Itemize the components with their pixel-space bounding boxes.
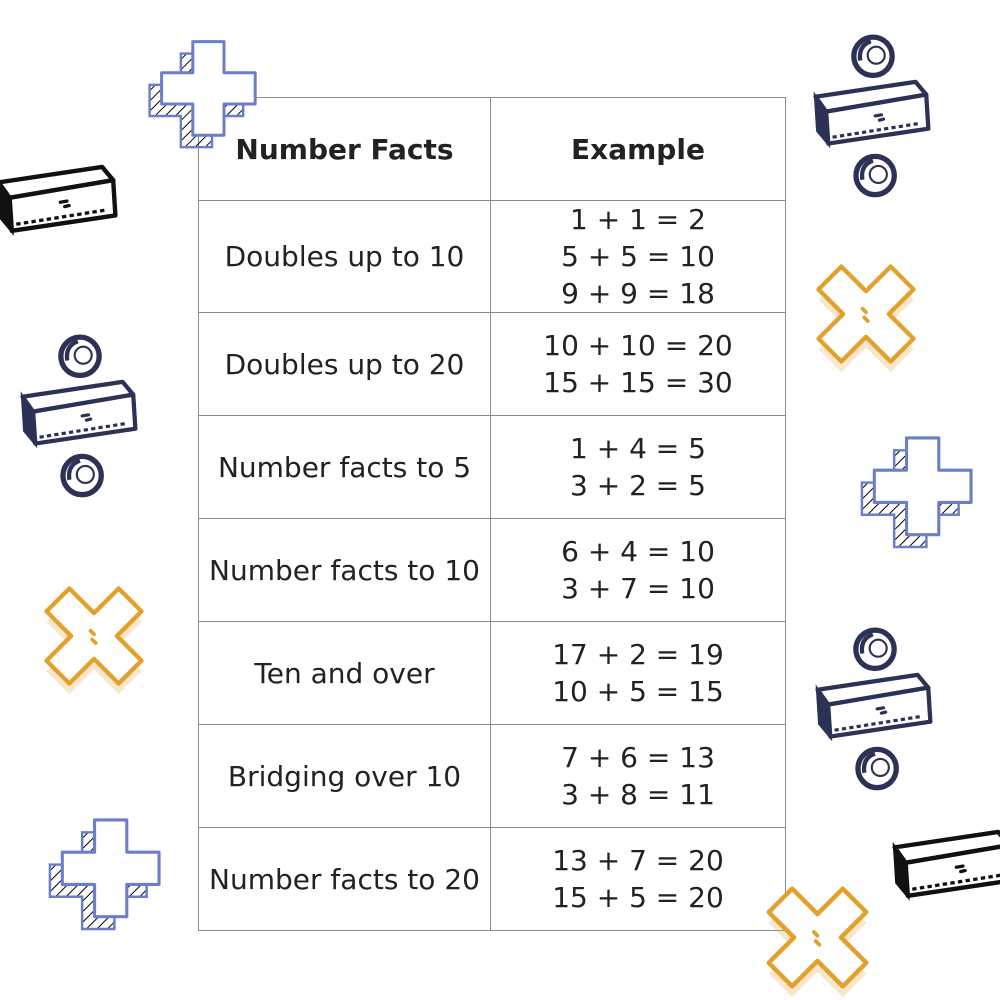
example-equation: 3 + 7 = 10 — [561, 572, 715, 605]
example-equation: 1 + 1 = 2 — [570, 203, 706, 236]
plus-icon — [40, 805, 164, 939]
fact-cell: Doubles up to 20 — [198, 312, 491, 416]
example-equation: 15 + 15 = 30 — [543, 366, 733, 399]
table-row: Number facts to 20 13 + 7 = 20 15 + 5 = 20 — [198, 827, 786, 931]
multiply-icon — [760, 880, 875, 995]
table-row: Number facts to 5 1 + 4 = 5 3 + 2 = 5 — [198, 415, 786, 519]
plus-icon — [140, 22, 260, 162]
example-equation: 1 + 4 = 5 — [570, 432, 706, 465]
minus-icon — [888, 825, 1000, 905]
table-row: Ten and over 17 + 2 = 19 10 + 5 = 15 — [198, 621, 786, 725]
table-body: Doubles up to 10 1 + 1 = 2 5 + 5 = 10 9 + 9… — [198, 200, 786, 931]
example-equation: 17 + 2 = 19 — [552, 638, 724, 671]
example-equation: 5 + 5 = 10 — [561, 240, 715, 273]
header-example: Example — [490, 97, 786, 201]
example-equation: 3 + 2 = 5 — [570, 469, 706, 502]
multiply-icon — [810, 258, 922, 370]
fact-cell: Ten and over — [198, 621, 491, 725]
minus-icon — [0, 160, 122, 240]
example-cell: 7 + 6 = 13 3 + 8 = 11 — [490, 724, 786, 828]
divide-icon — [810, 628, 940, 793]
divide-icon — [15, 335, 145, 500]
table-row: Bridging over 10 7 + 6 = 13 3 + 8 = 11 — [198, 724, 786, 828]
fact-cell: Doubles up to 10 — [198, 200, 491, 313]
example-cell: 1 + 1 = 2 5 + 5 = 10 9 + 9 = 18 — [490, 200, 786, 313]
example-cell: 6 + 4 = 10 3 + 7 = 10 — [490, 518, 786, 622]
example-equation: 13 + 7 = 20 — [552, 844, 724, 877]
example-equation: 6 + 4 = 10 — [561, 535, 715, 568]
fact-cell: Number facts to 20 — [198, 827, 491, 931]
fact-cell: Number facts to 5 — [198, 415, 491, 519]
plus-icon — [852, 420, 976, 560]
example-cell: 1 + 4 = 5 3 + 2 = 5 — [490, 415, 786, 519]
fact-cell: Bridging over 10 — [198, 724, 491, 828]
example-equation: 10 + 10 = 20 — [543, 329, 733, 362]
example-equation: 3 + 8 = 11 — [561, 778, 715, 811]
fact-cell: Number facts to 10 — [198, 518, 491, 622]
divide-icon — [808, 35, 938, 200]
example-cell: 13 + 7 = 20 15 + 5 = 20 — [490, 827, 786, 931]
example-equation: 7 + 6 = 13 — [561, 741, 715, 774]
table-row: Doubles up to 10 1 + 1 = 2 5 + 5 = 10 9 + 9… — [198, 200, 786, 313]
example-cell: 10 + 10 = 20 15 + 15 = 30 — [490, 312, 786, 416]
multiply-icon — [38, 580, 150, 692]
header-number-facts: Number Facts — [198, 97, 491, 201]
example-equation: 15 + 5 = 20 — [552, 881, 724, 914]
example-equation: 10 + 5 = 15 — [552, 675, 724, 708]
header-row: Number Facts Example — [198, 97, 786, 201]
example-equation: 9 + 9 = 18 — [561, 277, 715, 310]
table-row: Doubles up to 20 10 + 10 = 20 15 + 15 = 30 — [198, 312, 786, 416]
table-row: Number facts to 10 6 + 4 = 10 3 + 7 = 10 — [198, 518, 786, 622]
example-cell: 17 + 2 = 19 10 + 5 = 15 — [490, 621, 786, 725]
